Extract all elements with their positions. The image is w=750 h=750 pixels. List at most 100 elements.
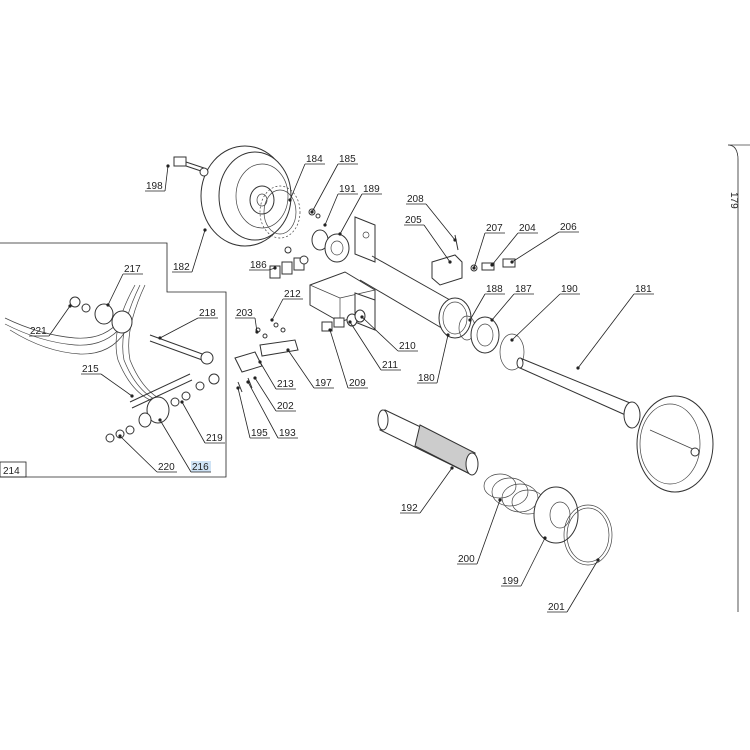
callout-leader bbox=[191, 229, 206, 273]
callout-leader bbox=[259, 361, 277, 390]
callout-arrowhead bbox=[450, 466, 454, 470]
callout-arrowhead bbox=[328, 328, 332, 332]
callout-leader bbox=[339, 193, 363, 235]
callout-leader bbox=[419, 467, 453, 514]
bolt bbox=[173, 156, 209, 177]
callout-leader bbox=[237, 387, 251, 439]
callout-leader bbox=[119, 435, 158, 473]
callout-arrowhead bbox=[310, 210, 314, 214]
callout-181: 181 bbox=[635, 284, 652, 295]
callout-arrowhead bbox=[510, 338, 514, 342]
callout-218: 218 bbox=[199, 308, 216, 319]
callout-195: 195 bbox=[251, 428, 268, 439]
page-number: 179 bbox=[728, 192, 739, 209]
callout-200: 200 bbox=[458, 554, 475, 565]
callout-arrowhead bbox=[323, 223, 327, 227]
callout-leader bbox=[324, 193, 339, 226]
callout-leader bbox=[254, 317, 258, 333]
callout-arrowhead bbox=[106, 303, 110, 307]
callout-arrowhead bbox=[576, 366, 580, 370]
callout-leader bbox=[159, 419, 192, 473]
screw-set bbox=[269, 246, 309, 279]
callout-leader bbox=[511, 293, 561, 341]
callout-leader bbox=[423, 224, 451, 263]
callout-arrowhead bbox=[510, 260, 514, 264]
callout-arrowhead bbox=[490, 318, 494, 322]
callout-leader bbox=[425, 203, 456, 241]
callout-198: 198 bbox=[146, 181, 163, 192]
callout-204: 204 bbox=[519, 223, 536, 234]
threaded-tube bbox=[377, 409, 479, 476]
callout-leader bbox=[577, 293, 635, 369]
callout-212: 212 bbox=[284, 289, 301, 300]
main-shaft bbox=[516, 357, 714, 493]
spring-washer bbox=[533, 486, 579, 544]
callout-203: 203 bbox=[236, 308, 253, 319]
callout-186: 186 bbox=[250, 260, 267, 271]
callout-leader bbox=[181, 401, 206, 444]
callout-leader bbox=[289, 163, 306, 201]
callout-arrowhead bbox=[118, 434, 122, 438]
callout-arrowhead bbox=[166, 164, 170, 168]
callout-190: 190 bbox=[561, 284, 578, 295]
callout-188: 188 bbox=[486, 284, 503, 295]
callout-leader bbox=[159, 317, 199, 339]
callout-arrowhead bbox=[130, 394, 134, 398]
callout-220: 220 bbox=[158, 462, 175, 473]
callout-207: 207 bbox=[486, 223, 503, 234]
callout-leader bbox=[100, 373, 133, 397]
callout-leader bbox=[329, 329, 349, 389]
callout-arrowhead bbox=[203, 228, 207, 232]
callout-193: 193 bbox=[279, 428, 296, 439]
callout-217: 217 bbox=[124, 264, 141, 275]
callout-arrowhead bbox=[288, 198, 292, 202]
callout-arrowhead bbox=[286, 348, 290, 352]
callout-arrowhead bbox=[68, 304, 72, 308]
callout-184: 184 bbox=[306, 154, 323, 165]
callout-arrowhead bbox=[236, 386, 240, 390]
gear-ring bbox=[259, 185, 301, 239]
callout-leader bbox=[473, 232, 486, 269]
callout-199: 199 bbox=[502, 576, 519, 587]
bracket-plate bbox=[309, 216, 451, 331]
callout-201: 201 bbox=[548, 602, 565, 613]
callout-leader bbox=[436, 334, 449, 384]
callout-leader bbox=[476, 499, 501, 565]
callout-leader bbox=[271, 298, 284, 321]
callout-arrowhead bbox=[498, 498, 502, 502]
callout-211: 211 bbox=[382, 360, 398, 371]
callout-arrowhead bbox=[448, 260, 452, 264]
small-parts-upper bbox=[308, 208, 350, 263]
callout-arrowhead bbox=[180, 400, 184, 404]
inset-label: 214 bbox=[3, 466, 20, 477]
callout-arrowhead bbox=[273, 266, 277, 270]
drum-pulley bbox=[200, 145, 292, 247]
callout-206: 206 bbox=[560, 222, 577, 233]
callout-leader bbox=[520, 537, 546, 587]
callout-210: 210 bbox=[399, 341, 416, 352]
callout-221: 221 bbox=[30, 326, 47, 337]
callout-leader bbox=[566, 559, 599, 613]
callout-arrowhead bbox=[446, 333, 450, 337]
callout-180: 180 bbox=[418, 373, 435, 384]
page-number-tab: 179 bbox=[727, 144, 750, 612]
callout-leader bbox=[311, 163, 339, 213]
callout-arrowhead bbox=[490, 263, 494, 267]
callout-leader bbox=[361, 316, 399, 352]
callout-215: 215 bbox=[82, 364, 99, 375]
callout-leader bbox=[349, 321, 382, 371]
callout-202: 202 bbox=[277, 401, 294, 412]
callout-191: 191 bbox=[339, 184, 356, 195]
callout-leader bbox=[287, 349, 315, 389]
callout-189: 189 bbox=[363, 184, 380, 195]
callout-197: 197 bbox=[315, 378, 332, 389]
callout-leader bbox=[164, 165, 169, 192]
callout-leader bbox=[469, 293, 486, 321]
callout-leader bbox=[254, 377, 277, 412]
callout-185: 185 bbox=[339, 154, 356, 165]
callout-leader bbox=[491, 293, 515, 321]
callout-highlight bbox=[191, 461, 211, 472]
callout-182: 182 bbox=[173, 262, 190, 273]
